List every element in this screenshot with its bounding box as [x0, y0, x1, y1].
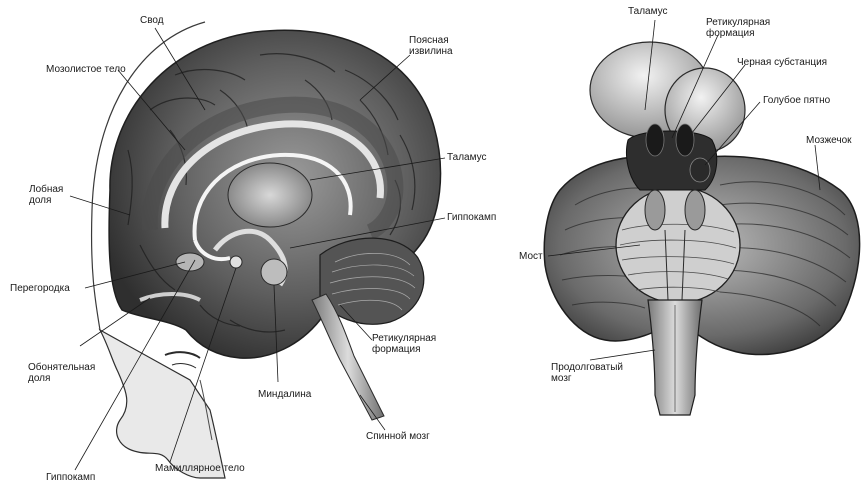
label-mozolistoe-telo: Мозолистое тело: [46, 64, 126, 75]
label-most: Мост: [519, 251, 543, 262]
label-poyasnaya-izvilina: Поясная извилина: [409, 35, 453, 57]
label-gippokamp-bottom: Гиппокамп: [46, 472, 95, 483]
label-mozzhechok: Мозжечок: [806, 135, 852, 146]
pons: [616, 187, 740, 303]
label-spinnoy-mozg: Спинной мозг: [366, 431, 430, 442]
face-profile: [100, 330, 225, 478]
label-retikulyarnaya-formatsiya-right: Ретикулярная формация: [706, 17, 770, 39]
olive: [685, 190, 705, 230]
label-obonyatelnaya-dolya: Обонятельная доля: [28, 362, 95, 384]
label-chernaya-substantsiya: Черная субстанция: [737, 57, 827, 68]
label-peregorodka: Перегородка: [10, 283, 70, 294]
thalamus-left: [228, 163, 312, 227]
olive: [645, 190, 665, 230]
label-gippokamp-right: Гиппокамп: [447, 212, 496, 223]
left-brain-figure: [92, 22, 441, 478]
label-retikulyarnaya-formatsiya-left: Ретикулярная формация: [372, 333, 436, 355]
label-talamus-right: Таламус: [628, 6, 668, 17]
label-svod: Свод: [140, 15, 164, 26]
eye-line: [165, 352, 200, 358]
label-talamus-left: Таламус: [447, 152, 487, 163]
eye-line: [172, 364, 196, 368]
substantia-nigra: [646, 124, 664, 156]
substantia-nigra: [676, 124, 694, 156]
label-lobnaya-dolya: Лобная доля: [29, 184, 63, 206]
label-prodolgovatyy-mozg: Продолговатый мозг: [551, 362, 623, 384]
label-mindalina: Миндалина: [258, 389, 311, 400]
label-goluboe-pyatno: Голубое пятно: [763, 95, 830, 106]
amygdala: [261, 259, 287, 285]
mamillary-body: [230, 256, 242, 268]
label-mamillyarnoe-telo: Мамиллярное тело: [155, 463, 245, 474]
locus-coeruleus: [690, 158, 710, 182]
